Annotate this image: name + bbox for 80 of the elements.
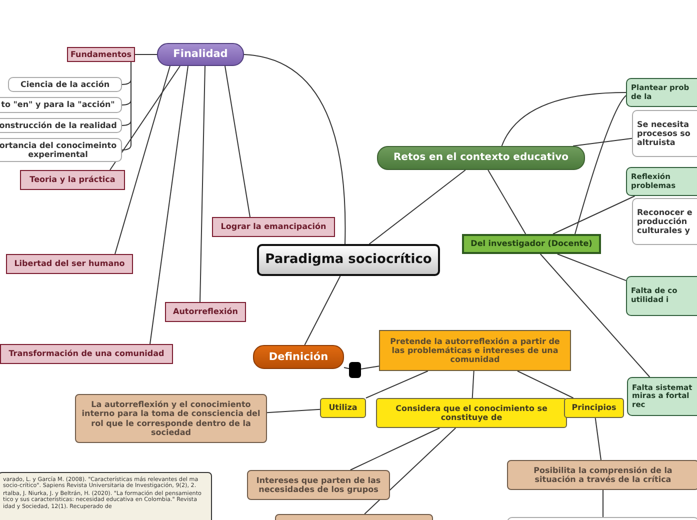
connector-line (304, 276, 341, 346)
subtopic (632, 110, 697, 157)
topic-text: ortancia del conocimeinto experimental (0, 140, 117, 160)
topic-pill (377, 146, 585, 170)
subtopic (165, 302, 246, 322)
connector-line (360, 366, 380, 370)
subtopic (376, 398, 567, 428)
connector-line (150, 66, 188, 344)
connector-line (556, 254, 626, 282)
subtopic (0, 118, 122, 133)
connector-line (364, 428, 456, 514)
subtopic (507, 460, 697, 490)
connector-line (540, 254, 650, 378)
topic-text: Fundamentos (70, 50, 132, 60)
topic-text: Utiliza (328, 403, 358, 413)
connector-line (122, 62, 132, 150)
subtopic (247, 470, 390, 500)
topic-text: Finalidad (173, 48, 228, 61)
connector-line (114, 66, 170, 254)
subtopic (626, 78, 697, 107)
topic-pill (253, 345, 344, 369)
subtopic (626, 167, 697, 196)
connector-line (594, 418, 602, 460)
subtopic (0, 97, 122, 113)
subtopic (212, 217, 335, 237)
subtopic (0, 344, 173, 364)
connector-line (266, 408, 320, 414)
subtopic (67, 47, 135, 62)
topic-text: to "en" y para la "acción" (1, 100, 115, 110)
topic-text: Ciencia de la acción (20, 80, 110, 90)
connector-line (134, 54, 158, 55)
topic-text: Autorreflexión (173, 307, 238, 317)
subtopic (8, 77, 122, 92)
subtopic (320, 398, 366, 418)
topic-text: Posibilita la comprensión de la situación a través de la crítica (532, 466, 674, 484)
connector-line (368, 170, 466, 244)
topic-text: Considera que el conocimiento se constituye de (394, 404, 548, 422)
topic-text: Teoria y la práctica (30, 175, 116, 185)
subtopic (626, 276, 697, 316)
topic-text: Definición (268, 350, 328, 364)
topic-text: La autorreflexión y el conocimiento interno para la toma de consciencia del rol que le corresponde dentro de la sociedad (80, 400, 262, 437)
connector-handle (349, 362, 361, 378)
topic-text: Se necesita procesos so altruista (637, 120, 692, 148)
connector-line (365, 370, 428, 398)
reference-note (0, 472, 212, 520)
subtopic (6, 254, 133, 274)
connector-line (602, 490, 604, 518)
topic-text: Retos en el contexto educativo (393, 152, 569, 164)
subtopic (20, 170, 125, 190)
subtopic (627, 377, 697, 416)
subtopic (462, 234, 601, 254)
connector-line (472, 370, 474, 398)
subtopic (564, 398, 624, 418)
connector-line (572, 138, 632, 146)
connector-line (552, 196, 636, 234)
connector-line (488, 170, 526, 234)
subtopic (632, 198, 697, 245)
topic-text: Reconocer e producción culturales y (637, 208, 694, 236)
topic-text: Transformación de una comunidad (8, 349, 164, 359)
central-topic (257, 244, 440, 276)
connector-line (110, 66, 180, 170)
connector-line (350, 428, 440, 470)
topic-text: Lograr la emancipación (220, 222, 326, 232)
connector-line (501, 92, 626, 146)
topic-text: Libertad del ser humano (14, 259, 125, 269)
connector-line (574, 95, 626, 234)
connector-line (200, 66, 206, 302)
topic-text: Intereses que parten de las necesidades de los grupos (255, 476, 382, 494)
topic-text: Paradigma sociocrítico (265, 252, 432, 268)
connector-line (344, 366, 350, 370)
connector-line (224, 66, 250, 218)
subtopic (379, 330, 571, 371)
subtopic (75, 394, 267, 443)
topic-pill (157, 43, 244, 66)
topic-text: Pretende la autorreflexión a partir de las problemáticas e intereses de una comunidad (389, 336, 561, 364)
connector-line (516, 370, 574, 398)
subtopic (0, 138, 122, 162)
topic-text: Principios (572, 403, 616, 413)
topic-text: Del investigador (Docente) (470, 239, 592, 249)
connector-line (244, 54, 346, 244)
